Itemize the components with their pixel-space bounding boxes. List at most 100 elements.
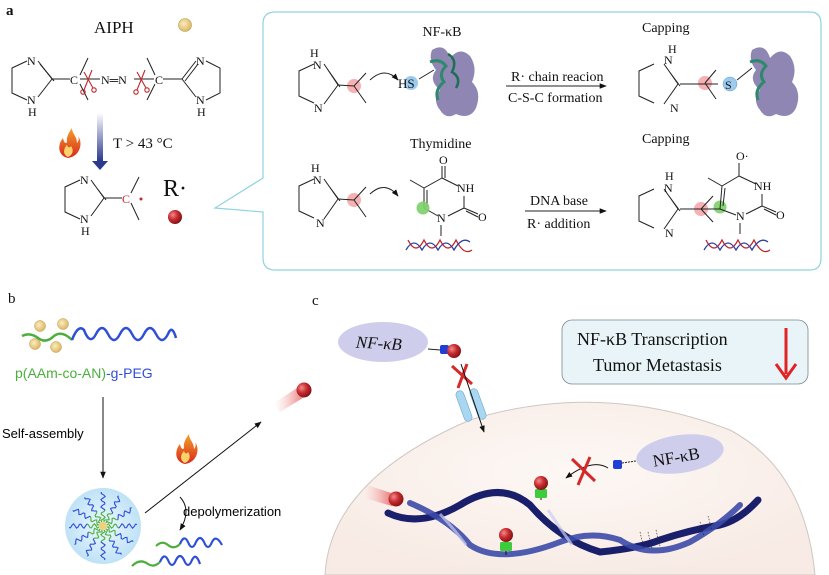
micelle-shell-arm	[118, 523, 138, 529]
svg-text:O: O	[439, 153, 448, 167]
micelle-core-arm	[104, 528, 112, 541]
outcome-line2: Tumor Metastasis	[593, 355, 722, 375]
svg-text:H: H	[197, 105, 206, 119]
nfkb-ellipse-inner	[636, 434, 724, 474]
target-label-thymidine: Thymidine	[410, 137, 471, 152]
import-arrow	[460, 363, 485, 433]
decrease-arrow-icon	[774, 328, 798, 381]
product-label-1: Capping	[642, 21, 689, 36]
panel-b-label: b	[8, 291, 16, 307]
svg-text:NH: NH	[457, 181, 475, 195]
flame-icon	[59, 128, 81, 158]
nfkb-protein-structure	[429, 47, 479, 117]
product-label-2: Capping	[642, 132, 689, 147]
svg-text:N: N	[437, 211, 446, 225]
svg-text:C: C	[122, 192, 130, 206]
micelle-core-arm	[105, 517, 118, 525]
micelle-shell-arm	[100, 491, 106, 511]
capped-site-marker	[499, 528, 513, 555]
outcome-box	[561, 319, 809, 385]
dna-helix-small	[405, 238, 473, 253]
micelle-icon	[65, 488, 141, 564]
linker-square-icon	[613, 460, 622, 469]
micelle-shell-arm	[100, 541, 106, 561]
micelle-shell-arm	[109, 540, 122, 555]
micelle-core-arm	[89, 515, 100, 526]
polymer-name-part1: p(AAm-co-AN)	[15, 365, 106, 381]
svg-text:HS: HS	[398, 76, 415, 91]
blocked-x-icon	[570, 456, 597, 486]
micelle-core-arm	[92, 529, 103, 540]
depolymerization-label: depolymerization	[183, 504, 281, 519]
cell-nucleus	[324, 401, 816, 575]
flying-radical-icon	[274, 382, 312, 412]
scissors-icon	[80, 69, 97, 95]
aiph-label: AIPH	[94, 18, 134, 37]
self-assembly-label: Self-assembly	[2, 426, 84, 441]
svg-text:N: N	[664, 181, 673, 195]
radical-symbol: R·	[163, 176, 187, 202]
nfkb-label-outer: NF-κB	[354, 333, 402, 354]
heating-arrow	[97, 113, 103, 161]
capped-site-marker	[534, 476, 548, 500]
dna-double-helix	[384, 489, 762, 558]
arrow-top-label-2: DNA base	[530, 194, 588, 209]
flame-icon	[176, 434, 198, 464]
micelle-shell-arm	[74, 532, 89, 545]
micelle-core-arm	[100, 509, 106, 523]
released-chains-icon	[131, 536, 223, 567]
svg-text:H: H	[311, 161, 320, 175]
temperature-condition: T > 43 °C	[113, 136, 173, 152]
svg-text:O·: O·	[736, 149, 749, 163]
release-arrow	[144, 421, 262, 514]
radical-structure: N N H C	[64, 173, 143, 238]
nuclear-pore-icon	[455, 388, 487, 422]
micelle-shell-arm	[72, 508, 91, 520]
aiph-structure: N N H C N═N C N N H	[11, 54, 221, 119]
panel-a-label: a	[6, 3, 14, 19]
svg-text:H: H	[665, 169, 674, 183]
depolymerization-arrow	[179, 496, 187, 531]
svg-text:N: N	[196, 54, 205, 68]
svg-text:C: C	[155, 73, 163, 87]
svg-text:N: N	[316, 216, 325, 230]
aiph-particle-icon	[178, 18, 192, 32]
svg-text:N: N	[313, 173, 322, 187]
micelle-core-arm	[86, 523, 100, 529]
mechanism-callout-box	[213, 11, 822, 271]
polymer-name-part2: -g-PEG	[106, 365, 153, 381]
svg-text:N: N	[196, 93, 205, 107]
radical-ball-icon	[447, 344, 461, 358]
arrow-bottom-label-1: C-S-C formation	[508, 91, 603, 106]
scissors-icon	[133, 69, 150, 95]
capped-protein-structure: H N N S	[638, 42, 799, 117]
svg-text:N: N	[27, 93, 36, 107]
reaction-nfkb: H N N HS	[298, 46, 435, 115]
micelle-core-arm	[100, 529, 106, 543]
svg-text:H: H	[81, 224, 90, 238]
svg-text:N: N	[27, 54, 36, 68]
svg-text:N: N	[664, 53, 673, 67]
svg-text:N: N	[313, 58, 322, 72]
micelle-shell-arm	[84, 497, 97, 512]
micelle-shell-arm	[117, 507, 132, 520]
capped-dna-structure: H N N O· NH O N	[638, 149, 785, 253]
micelle-shell-arm	[115, 532, 134, 544]
svg-text:H: H	[668, 42, 677, 56]
micelle-core-arm	[106, 523, 120, 529]
micelle-shell-arm	[68, 523, 88, 529]
arrow-bottom-label-2: R· addition	[527, 217, 590, 232]
micelle-core-arm	[88, 527, 101, 535]
polymer-chain-icon	[21, 318, 178, 353]
outcome-line1: NF-κB Transcription	[577, 329, 728, 349]
flying-radical-icon	[364, 484, 404, 507]
svg-text:N: N	[314, 101, 323, 115]
reaction-thymidine: H N N O NH O N	[298, 153, 487, 236]
svg-text:N: N	[665, 226, 674, 240]
blocked-x-icon	[450, 363, 474, 389]
heating-arrowhead	[92, 161, 108, 170]
micelle-core-arm	[94, 511, 102, 524]
binding-arrow	[565, 464, 609, 479]
arrow-top-label-1: R· chain reacion	[511, 70, 604, 85]
